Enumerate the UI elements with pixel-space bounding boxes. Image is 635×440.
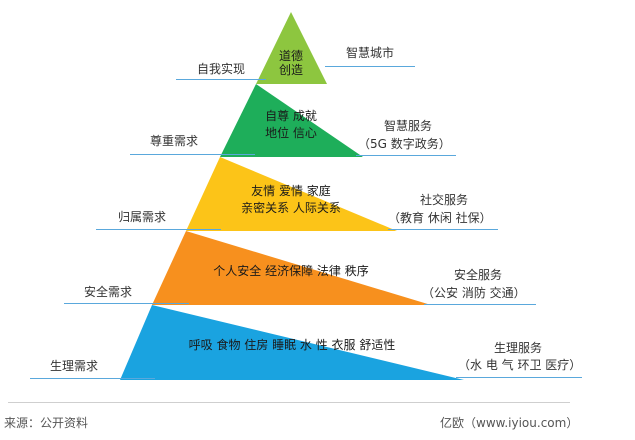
need-label-5: 生理需求 [50,359,99,373]
tier-1-text-line2: 创造 [278,63,303,77]
service-detail-3: （教育 休闲 社保） [388,211,492,225]
tier-2-text-line2: 地位 信心 [265,126,317,140]
service-underline-2 [356,155,456,156]
need-underline-2 [130,154,255,155]
brand-text: 亿欧（www.iyiou.com） [440,416,579,430]
service-detail-4: （公安 消防 交通） [422,286,526,300]
need-label-2: 尊重需求 [150,134,199,148]
source-text: 来源：公开资料 [4,416,89,430]
service-detail-5: （水 电 气 环卫 医疗） [458,358,582,372]
service-underline-3 [388,229,498,230]
service-underline-4 [424,304,536,305]
footer-divider [8,402,570,403]
tier-3-text-line1: 友情 爱情 家庭 [251,184,331,198]
tier-1-text-line1: 道德 [278,49,303,63]
service-underline-1 [325,66,415,67]
service-label-5: 生理服务 [494,341,543,355]
service-detail-2: （5G 数字政务） [358,137,451,151]
pyramid-tier-5 [120,305,464,380]
pyramid-tier-4 [152,231,431,305]
service-label-3: 社交服务 [420,193,469,207]
need-label-4: 安全需求 [84,285,133,299]
service-label-1: 智慧城市 [346,46,395,60]
service-label-2: 智慧服务 [384,119,433,133]
need-underline-5 [30,378,155,379]
service-label-4: 安全服务 [454,268,503,282]
pyramid-tier-1 [256,12,327,84]
pyramid-tier-3 [186,157,397,231]
tier-2-text-line1: 自尊 成就 [265,109,317,123]
service-underline-5 [456,377,582,378]
need-label-1: 自我实现 [197,62,246,76]
tier-4-text: 个人安全 经济保障 法律 秩序 [213,264,369,278]
need-underline-3 [96,229,221,230]
need-label-3: 归属需求 [118,210,167,224]
tier-5-text: 呼吸 食物 住房 睡眠 水 性 衣服 舒适性 [188,338,396,352]
pyramid-tier-2 [220,84,363,157]
need-underline-4 [64,303,189,304]
need-underline-1 [176,79,266,80]
tier-3-text-line2: 亲密关系 人际关系 [241,201,341,215]
